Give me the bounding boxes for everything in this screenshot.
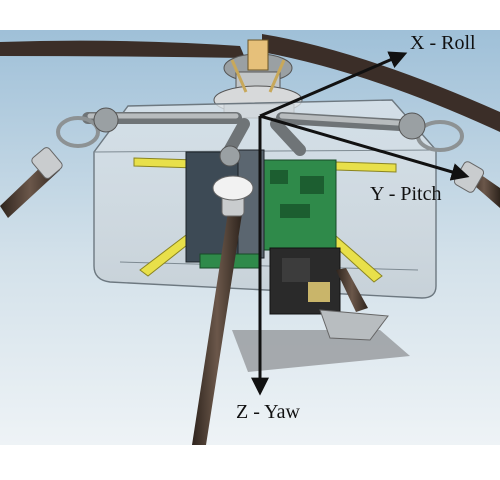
yellow-struts (133, 157, 397, 283)
x-roll-label: X - Roll (410, 32, 476, 54)
rotor-blades (0, 34, 500, 132)
coordinate-axes-icon (251, 51, 470, 396)
camera-mount (319, 309, 389, 341)
x-roll-axis (259, 51, 408, 118)
y-pitch-label: Y - Pitch (370, 183, 442, 205)
z-yaw-label: Z - Yaw (236, 401, 300, 423)
lower-plate (232, 330, 410, 372)
leg-joints (31, 107, 485, 217)
y-pitch-axis (259, 114, 470, 181)
